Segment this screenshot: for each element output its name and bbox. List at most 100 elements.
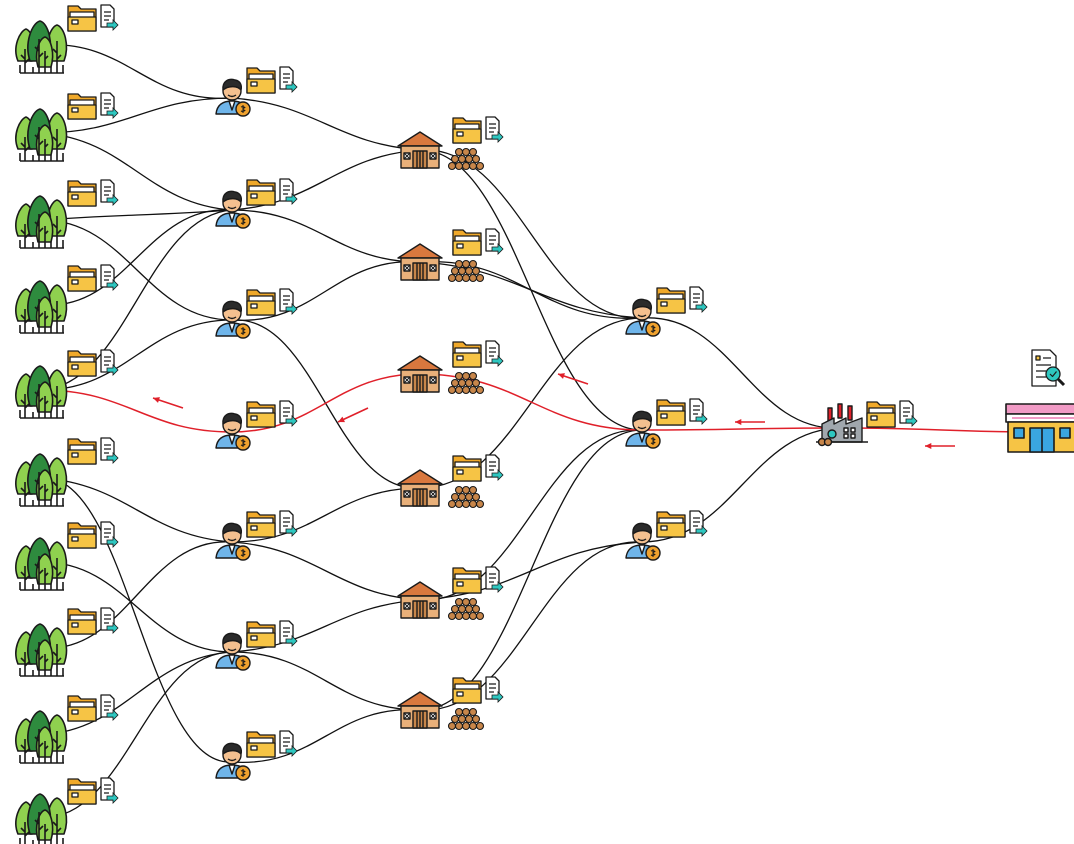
- folder-document-icon: [67, 179, 119, 207]
- connection-line: [41, 132, 233, 211]
- wholesaler-node: [625, 510, 708, 561]
- folder-document-icon: [67, 264, 119, 292]
- folder-document-icon: [452, 454, 504, 482]
- warehouse-icon: [397, 243, 443, 281]
- forest-node: [15, 4, 119, 74]
- folder-document-icon: [866, 400, 918, 428]
- forest-icon: [15, 793, 68, 844]
- log-pile-icon: [447, 707, 485, 731]
- folder-document-icon: [656, 398, 708, 426]
- trace-line: [641, 427, 843, 431]
- forest-icon: [15, 453, 68, 507]
- wholesaler-node: [625, 398, 708, 449]
- connection-line: [41, 219, 233, 321]
- connection-line: [41, 651, 233, 819]
- forest-node: [15, 694, 119, 764]
- folder-document-icon: [67, 349, 119, 377]
- report-search-icon: [1030, 348, 1066, 388]
- folder-document-icon: [452, 228, 504, 256]
- connection-line: [231, 541, 421, 601]
- trace-arrow: [925, 442, 955, 450]
- connection-line: [231, 149, 421, 211]
- forest-icon: [15, 537, 68, 591]
- forest-icon: [15, 280, 68, 334]
- warehouse-icon: [397, 131, 443, 169]
- connection-line: [231, 209, 421, 263]
- folder-document-icon: [67, 777, 119, 805]
- sawmill-node: [397, 116, 504, 171]
- retailer-node: [1005, 348, 1074, 453]
- folder-document-icon: [246, 620, 298, 648]
- folder-document-icon: [67, 4, 119, 32]
- wholesaler-node: [625, 286, 708, 337]
- forest-node: [15, 349, 119, 419]
- folder-document-icon: [452, 676, 504, 704]
- trace-arrow: [735, 418, 765, 426]
- folder-document-icon: [67, 92, 119, 120]
- trace-line: [419, 373, 643, 431]
- log-pile-icon: [447, 259, 485, 283]
- forest-icon: [15, 108, 68, 162]
- shop-icon: [1005, 403, 1074, 453]
- sawmill-node: [397, 566, 504, 621]
- folder-document-icon: [246, 400, 298, 428]
- collector-node: [215, 288, 298, 339]
- forest-node: [15, 437, 119, 507]
- trace-direction-arrows: [152, 373, 955, 450]
- collector-node: [215, 66, 298, 117]
- trace-arrow: [337, 407, 369, 423]
- warehouse-icon: [397, 355, 443, 393]
- warehouse-icon: [397, 691, 443, 729]
- connection-line: [41, 319, 233, 391]
- forest-icon: [15, 20, 68, 74]
- trace-line: [231, 373, 421, 433]
- collector-node: [215, 178, 298, 229]
- trace-line: [41, 389, 233, 433]
- connection-lines: [41, 44, 843, 819]
- folder-document-icon: [67, 607, 119, 635]
- warehouse-icon: [397, 581, 443, 619]
- forest-node: [15, 777, 119, 844]
- log-pile-icon: [447, 485, 485, 509]
- warehouse-icon: [397, 469, 443, 507]
- folder-document-icon: [67, 694, 119, 722]
- connection-line: [41, 541, 233, 649]
- connection-line: [41, 561, 233, 653]
- forest-node: [15, 607, 119, 677]
- log-pile-icon: [447, 147, 485, 171]
- sawmill-node: [397, 676, 504, 731]
- connection-line: [41, 651, 233, 736]
- connection-line: [231, 319, 421, 489]
- folder-document-icon: [246, 178, 298, 206]
- trace-arrow: [152, 397, 184, 409]
- factory-icon: [815, 403, 869, 447]
- connection-line: [231, 487, 421, 543]
- log-pile-icon: [447, 597, 485, 621]
- collector-node: [215, 620, 298, 671]
- connection-line: [41, 44, 233, 99]
- connection-line: [41, 209, 233, 391]
- connection-line: [231, 709, 421, 763]
- folder-document-icon: [67, 437, 119, 465]
- connection-line: [419, 261, 643, 319]
- connection-line: [41, 477, 233, 543]
- forest-icon: [15, 365, 68, 419]
- forest-icon: [15, 710, 68, 764]
- folder-document-icon: [656, 286, 708, 314]
- connection-line: [231, 599, 421, 653]
- connection-line: [231, 651, 421, 711]
- folder-document-icon: [452, 340, 504, 368]
- collector-node: [215, 400, 298, 451]
- folder-document-icon: [452, 116, 504, 144]
- sawmill-node: [397, 454, 504, 509]
- trace-arrow: [557, 373, 589, 385]
- forest-icon: [15, 623, 68, 677]
- connection-line: [641, 317, 843, 429]
- folder-document-icon: [67, 521, 119, 549]
- folder-document-icon: [656, 510, 708, 538]
- connection-line: [41, 477, 233, 763]
- connection-line: [41, 97, 233, 134]
- forest-node: [15, 264, 119, 334]
- folder-document-icon: [246, 730, 298, 758]
